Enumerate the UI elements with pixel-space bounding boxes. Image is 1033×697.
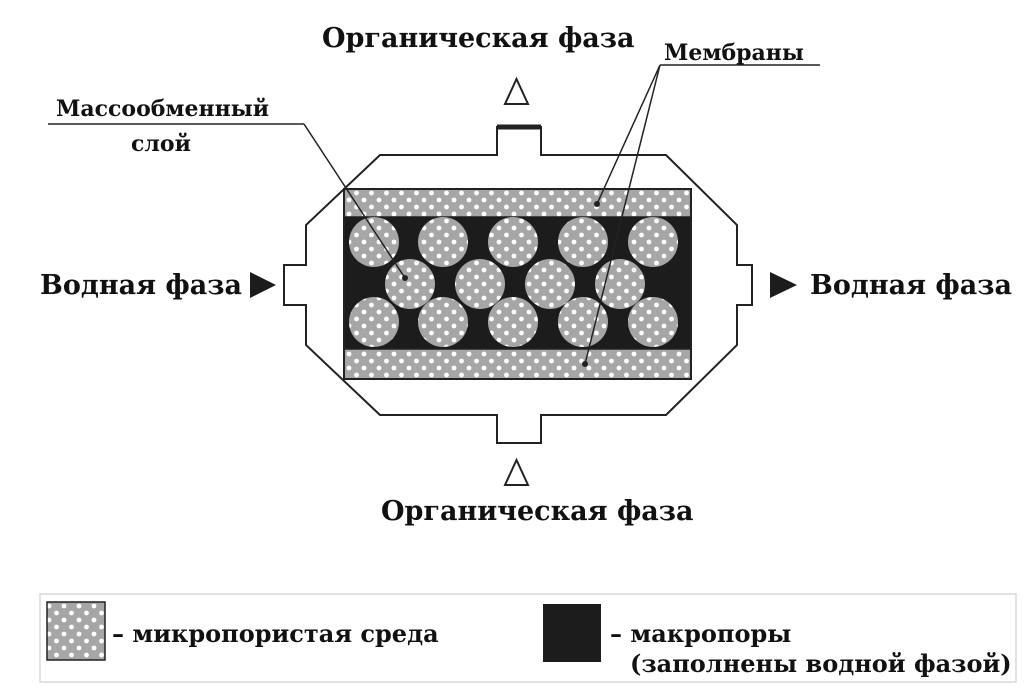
granule <box>418 297 468 347</box>
leader-mass-exchange <box>303 123 406 279</box>
granule <box>558 217 608 267</box>
leader-dot-top <box>594 201 600 207</box>
module-frame <box>343 188 692 380</box>
membrane-top <box>343 188 692 218</box>
membrane-bottom <box>343 348 692 380</box>
legend-swatch-macropores <box>543 604 601 662</box>
leader-dot-mass <box>402 275 408 281</box>
label-organic-phase-top: Органическая фаза <box>322 23 635 54</box>
granule <box>558 297 608 347</box>
legend-swatch-microporous <box>46 601 106 661</box>
legend-label-macropores-1: – макропоры <box>610 619 792 648</box>
granule <box>488 217 538 267</box>
leader-membranes-top <box>596 64 661 205</box>
leader-dot-bottom <box>582 361 588 367</box>
label-mass-exchange-line2: слой <box>131 131 191 157</box>
granules <box>349 217 678 347</box>
arrow-aqueous-out <box>770 272 797 298</box>
granule <box>488 297 538 347</box>
label-aqueous-phase-left: Водная фаза <box>40 270 242 301</box>
granule <box>349 217 399 267</box>
leader-membranes-bottom <box>584 64 661 365</box>
label-membranes: Мембраны <box>664 40 804 66</box>
arrow-organic-top <box>503 76 530 105</box>
granule <box>455 259 505 309</box>
granule <box>418 217 468 267</box>
legend-label-macropores-2: (заполнены водной фазой) <box>630 649 1012 678</box>
granule <box>349 297 399 347</box>
granule <box>628 217 678 267</box>
label-organic-phase-bottom: Органическая фаза <box>381 496 694 527</box>
granule <box>595 259 645 309</box>
granule <box>628 297 678 347</box>
label-aqueous-phase-right: Водная фаза <box>810 270 1012 301</box>
granule <box>525 259 575 309</box>
legend-label-microporous: – микропористая среда <box>112 619 439 648</box>
legend-frame <box>39 593 1017 683</box>
arrow-aqueous-in <box>250 272 276 298</box>
arrow-organic-bottom <box>503 457 530 486</box>
granule <box>385 259 435 309</box>
label-mass-exchange-line1: Массообменный <box>56 96 270 122</box>
